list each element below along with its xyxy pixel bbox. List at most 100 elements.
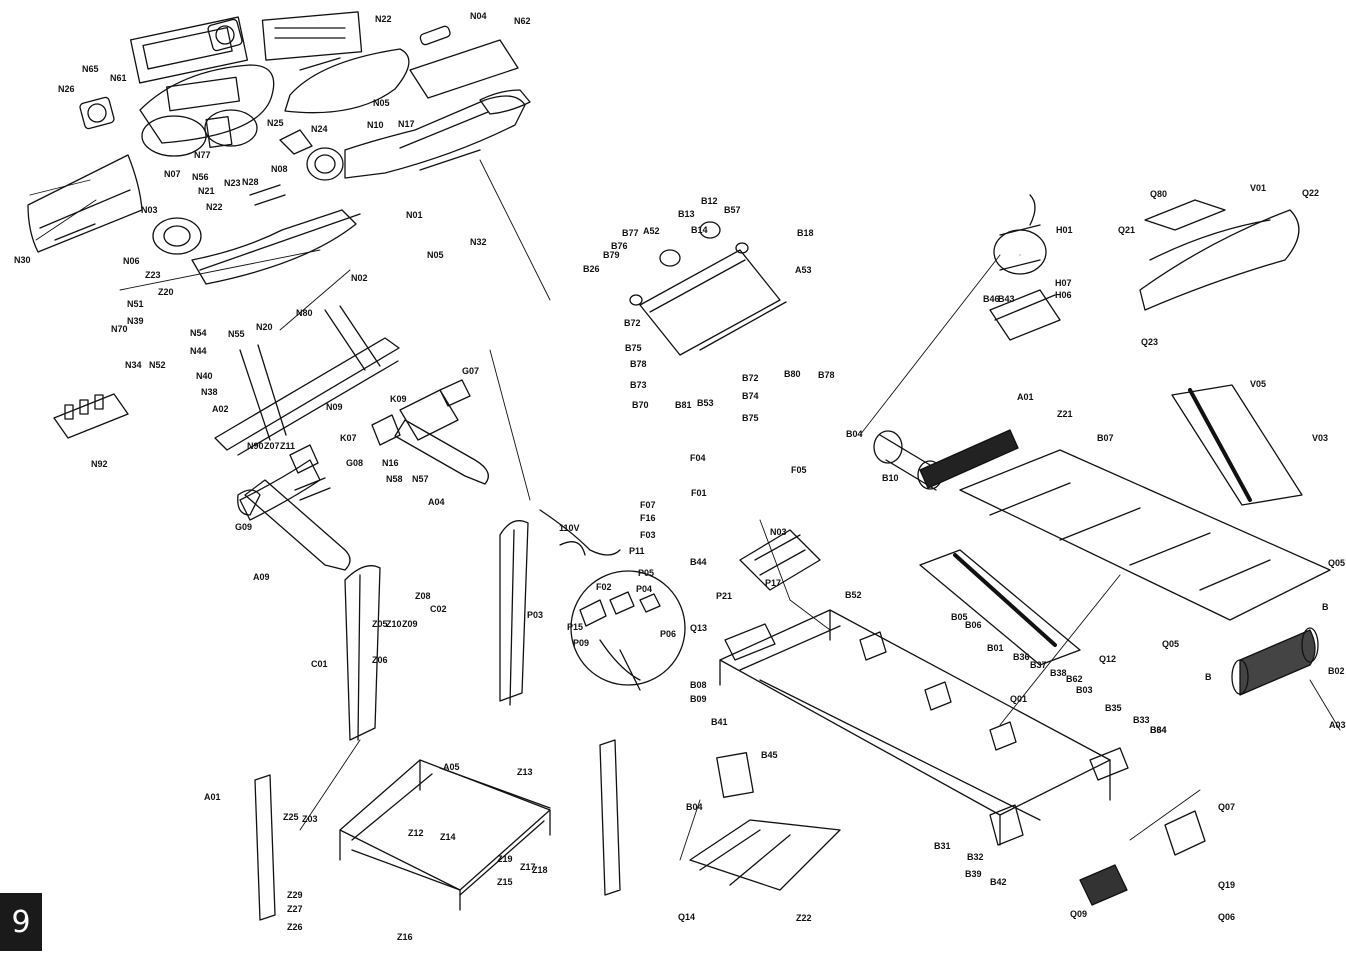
part-label-b08: B08: [690, 680, 707, 690]
part-label-n52: N52: [149, 360, 166, 370]
console-assembly: [27, 11, 531, 439]
part-label-z06: Z06: [372, 655, 388, 665]
part-label-z07: Z07: [264, 441, 280, 451]
part-label-q05: Q05: [1328, 558, 1345, 568]
part-label-z11: Z11: [280, 441, 295, 451]
part-label-n21: N21: [198, 186, 215, 196]
part-label-v110: 110V: [559, 523, 580, 533]
part-label-n02: N02: [351, 273, 368, 283]
part-label-b52: B52: [845, 590, 862, 600]
part-label-b06: B06: [965, 620, 982, 630]
part-label-n55: N55: [228, 329, 245, 339]
part-label-n08: N08: [271, 164, 288, 174]
part-label-n22: N22: [375, 14, 392, 24]
part-label-n24: N24: [311, 124, 328, 134]
part-label-n32: N32: [470, 237, 487, 247]
part-label-b77: B77: [622, 228, 639, 238]
part-label-n90: N90: [247, 441, 264, 451]
part-label-b2: B: [1205, 672, 1212, 682]
part-label-z23: Z23: [145, 270, 161, 280]
part-label-b09: B09: [690, 694, 707, 704]
part-label-n65: N65: [82, 64, 99, 74]
part-label-b01: B01: [987, 643, 1004, 653]
part-label-q01: Q01: [1010, 694, 1027, 704]
electronics-panel: [724, 529, 1206, 906]
part-label-n38: N38: [201, 387, 218, 397]
part-label-b37: B37: [1030, 660, 1047, 670]
part-label-b02: B02: [1328, 666, 1345, 676]
part-label-b42: B42: [990, 877, 1007, 887]
part-label-b31: B31: [934, 841, 951, 851]
part-label-b57: B57: [724, 205, 741, 215]
part-label-b76: B76: [611, 241, 628, 251]
part-label-p21: P21: [716, 591, 732, 601]
part-label-k09: K09: [390, 394, 407, 404]
part-label-b41: B41: [711, 717, 728, 727]
part-label-b03: B03: [1076, 685, 1093, 695]
part-label-b32: B32: [967, 852, 984, 862]
part-label-f07: F07: [640, 500, 656, 510]
part-label-n54: N54: [190, 328, 207, 338]
part-label-b46: B46: [983, 294, 1000, 304]
part-label-n22b: N22: [206, 202, 223, 212]
part-label-b72: B72: [624, 318, 641, 328]
part-label-b13: B13: [678, 209, 695, 219]
part-label-f01: F01: [691, 488, 707, 498]
part-label-z15: Z15: [497, 877, 513, 887]
part-label-q06: Q06: [1218, 912, 1235, 922]
part-label-n30: N30: [14, 255, 31, 265]
bottom-shield: [689, 752, 841, 891]
part-label-f05: F05: [791, 465, 807, 475]
part-label-a52: A52: [643, 226, 660, 236]
part-label-b53: B53: [697, 398, 714, 408]
part-label-q22: Q22: [1302, 188, 1319, 198]
part-label-b78: B78: [630, 359, 647, 369]
part-label-b73: B73: [630, 380, 647, 390]
part-label-h01: H01: [1056, 225, 1073, 235]
part-label-b75: B75: [625, 343, 642, 353]
part-label-g07: G07: [462, 366, 479, 376]
part-label-b74: B74: [742, 391, 759, 401]
part-label-n61: N61: [110, 73, 127, 83]
part-label-b39: B39: [965, 869, 982, 879]
part-label-n09: N09: [326, 402, 343, 412]
part-label-n58: N58: [386, 474, 403, 484]
part-label-b64: B64: [1150, 725, 1167, 735]
part-label-n56: N56: [192, 172, 209, 182]
motor-assembly: [873, 194, 1061, 491]
part-label-q80: Q80: [1150, 189, 1167, 199]
part-label-b05: B05: [951, 612, 968, 622]
part-label-b33: B33: [1133, 715, 1150, 725]
part-label-b10: B10: [882, 473, 899, 483]
part-label-a05: A05: [443, 762, 460, 772]
part-label-p11: P11: [629, 546, 645, 556]
part-label-b14: B14: [691, 225, 708, 235]
part-label-n92: N92: [91, 459, 108, 469]
upright-columns: [254, 520, 621, 921]
part-label-n04: N04: [470, 11, 487, 21]
part-label-n51: N51: [127, 299, 144, 309]
part-label-n03: N03: [141, 205, 158, 215]
part-label-b04: B04: [846, 429, 863, 439]
part-label-n17: N17: [398, 119, 415, 129]
part-label-c02: C02: [430, 604, 447, 614]
part-label-n03b: N03: [770, 527, 787, 537]
part-label-q21: Q21: [1118, 225, 1135, 235]
part-label-z29: Z29: [287, 890, 303, 900]
part-label-q12: Q12: [1099, 654, 1116, 664]
motor-hood: [1139, 199, 1300, 311]
part-label-z12: Z12: [408, 828, 424, 838]
part-label-b43: B43: [998, 294, 1015, 304]
part-label-n16: N16: [382, 458, 399, 468]
part-label-b44: B44: [690, 557, 707, 567]
leader-lines: [29, 159, 1341, 861]
part-label-n05: N05: [373, 98, 390, 108]
part-label-b78b: B78: [818, 370, 835, 380]
part-label-z10: Z10: [386, 619, 402, 629]
part-label-q13: Q13: [690, 623, 707, 633]
part-label-q09: Q09: [1070, 909, 1087, 919]
part-label-c01: C01: [311, 659, 328, 669]
part-label-b72b: B72: [742, 373, 759, 383]
